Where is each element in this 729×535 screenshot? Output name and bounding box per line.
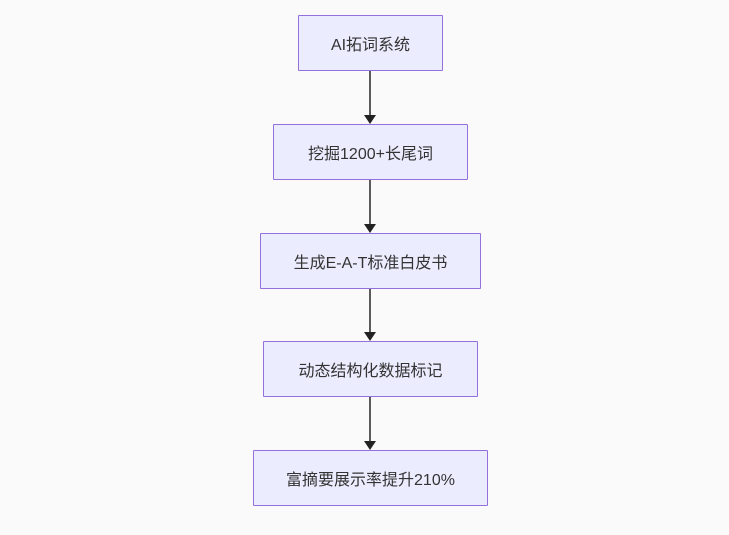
flow-arrow-1 — [363, 71, 377, 124]
flow-node-label: 富摘要展示率提升210% — [286, 472, 455, 489]
flow-node-label: 动态结构化数据标记 — [298, 363, 443, 380]
arrow-line — [369, 397, 371, 443]
flow-node-eat-whitepaper: 生成E-A-T标准白皮书 — [260, 233, 481, 289]
arrowhead-down-icon — [364, 115, 376, 124]
flow-node-label: 挖掘1200+长尾词 — [308, 146, 433, 163]
flow-arrow-4 — [363, 397, 377, 450]
arrow-line — [369, 71, 371, 117]
flow-arrow-2 — [363, 180, 377, 233]
flow-node-label: AI拓词系统 — [330, 37, 411, 54]
flow-node-structured-data-markup: 动态结构化数据标记 — [263, 341, 478, 397]
flow-node-label: 生成E-A-T标准白皮书 — [293, 255, 448, 272]
flow-arrow-3 — [363, 289, 377, 341]
flow-node-longtail-mining: 挖掘1200+长尾词 — [273, 124, 468, 180]
flow-node-ai-keyword-system: AI拓词系统 — [298, 15, 443, 71]
flow-node-rich-snippet-result: 富摘要展示率提升210% — [253, 450, 488, 506]
arrowhead-down-icon — [364, 224, 376, 233]
arrowhead-down-icon — [364, 441, 376, 450]
arrowhead-down-icon — [364, 332, 376, 341]
arrow-line — [369, 180, 371, 226]
arrow-line — [369, 289, 371, 334]
